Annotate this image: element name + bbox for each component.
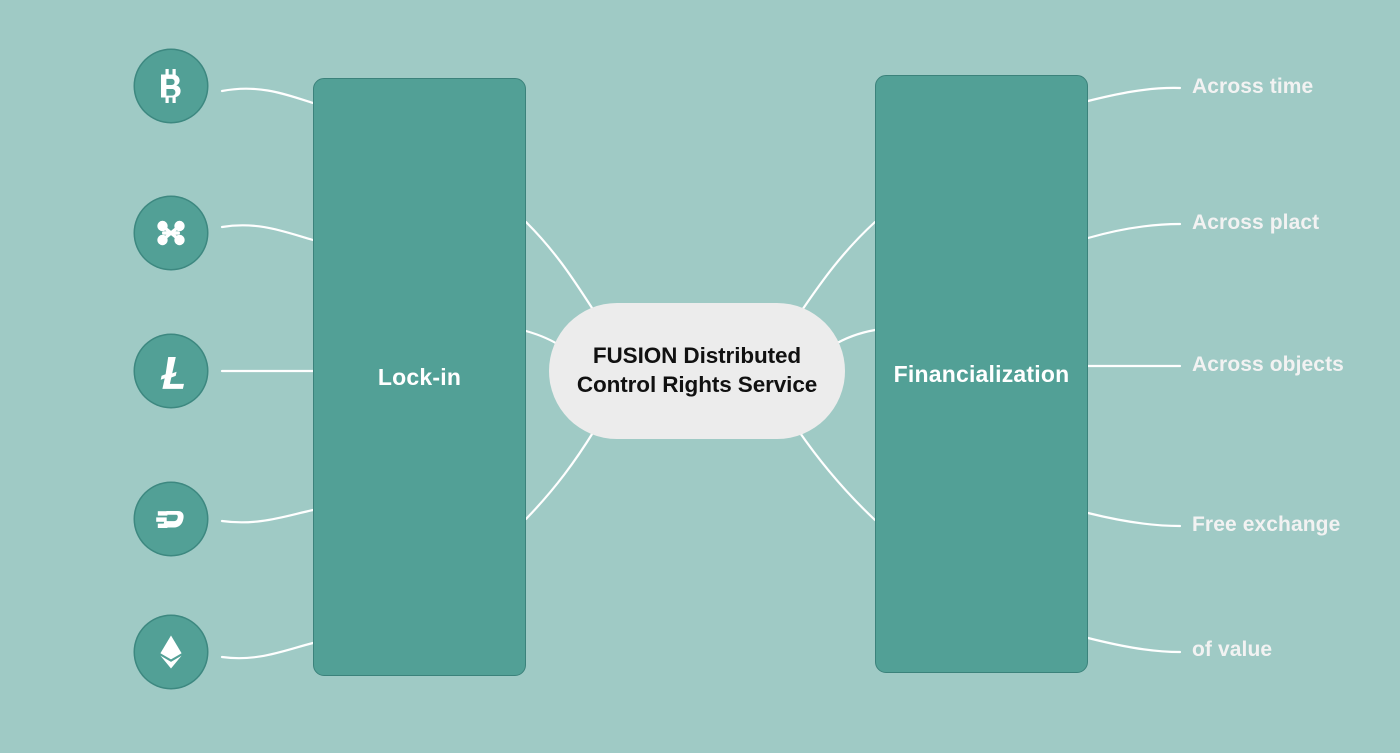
label-of-value: of value (1192, 638, 1273, 661)
lock-in-box[interactable]: Lock-in (313, 78, 526, 676)
financialization-box[interactable]: Financialization (875, 75, 1088, 673)
connector-pill-to-financialization-upper (798, 220, 877, 315)
label-across-plact: Across plact (1192, 211, 1320, 234)
connector-ripple-to-lockin (220, 224, 315, 242)
coin-litecoin[interactable] (135, 335, 207, 407)
coin-ripple[interactable] (135, 197, 207, 269)
coin-dash[interactable] (135, 483, 207, 555)
connector-bitcoin-to-lockin (220, 87, 315, 105)
financialization-label: Financialization (893, 360, 1070, 387)
connector-lockin-to-pill-upper (524, 220, 598, 316)
coin-ethereum[interactable] (135, 616, 207, 688)
connector-lockin-to-pill-lower (524, 429, 596, 521)
litecoin-icon (151, 351, 191, 391)
connector-financialization-to-across-time (1086, 86, 1182, 103)
bitcoin-icon (151, 66, 191, 106)
ripple-icon (151, 213, 191, 253)
label-across-objects: Across objects (1192, 353, 1344, 376)
coin-bitcoin[interactable] (135, 50, 207, 122)
lock-in-label: Lock-in (377, 363, 462, 390)
connector-ethereum-to-lockin (220, 641, 315, 660)
ethereum-icon (151, 632, 191, 672)
connector-financialization-to-free-exchange (1086, 511, 1182, 528)
fusion-service-line-2: Control Rights Service (576, 372, 818, 397)
connector-pill-to-financialization-lower (796, 428, 877, 522)
label-across-time: Across time (1192, 75, 1314, 98)
fusion-service-pill[interactable]: FUSION Distributed Control Rights Servic… (549, 303, 845, 439)
connector-dash-to-lockin (220, 508, 315, 524)
connector-financialization-to-of-value (1086, 636, 1182, 654)
dash-icon (151, 499, 191, 539)
fusion-service-line-1: FUSION Distributed (592, 343, 802, 369)
connector-financialization-to-across-plact (1086, 222, 1182, 240)
label-free-exchange: Free exchange (1192, 513, 1341, 536)
fusion-service-text: FUSION Distributed Control Rights Servic… (559, 342, 835, 400)
